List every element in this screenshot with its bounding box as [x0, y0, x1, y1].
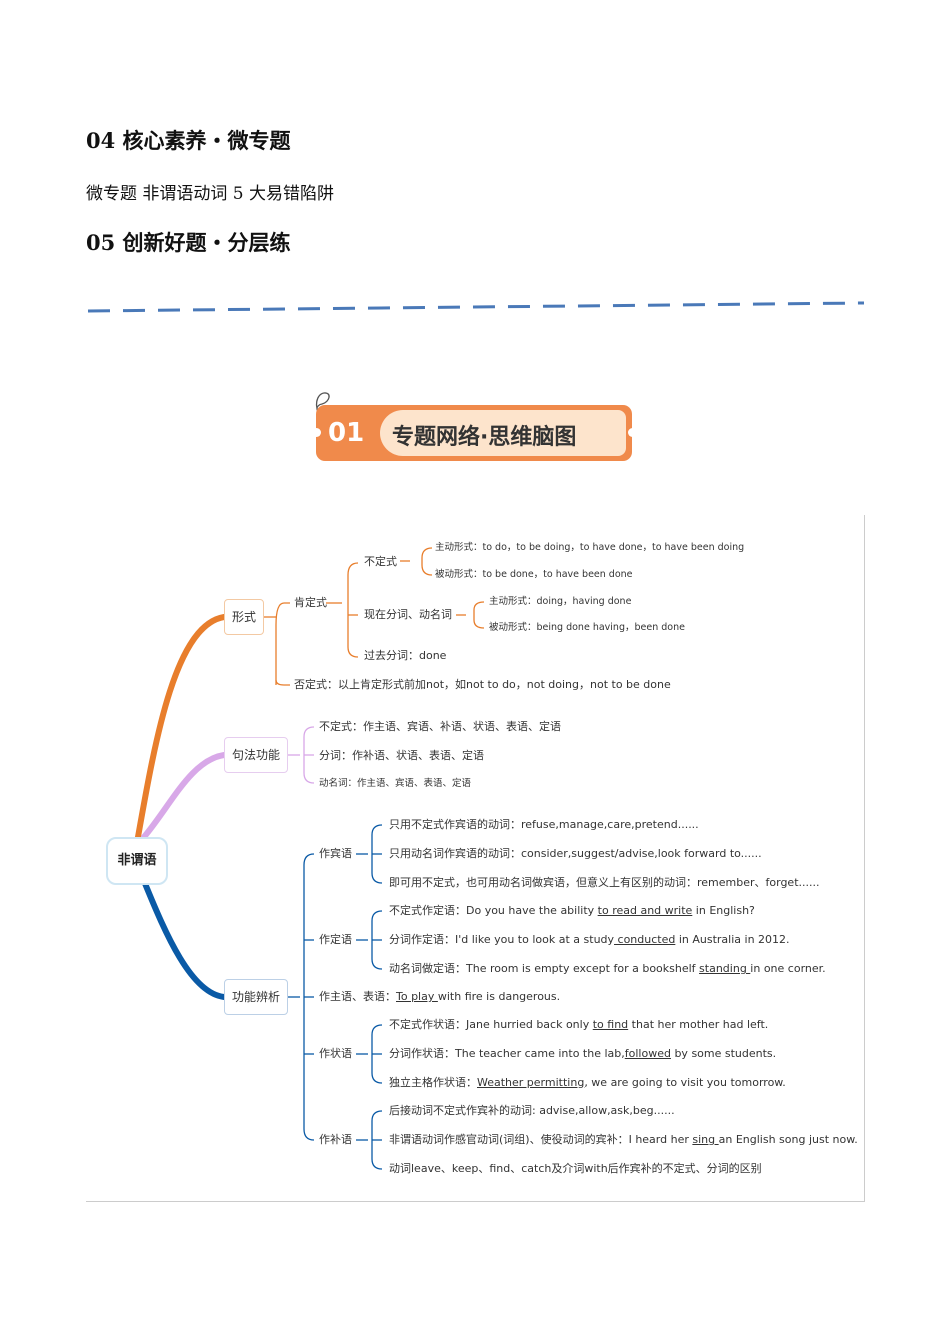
- syntax-item: 分词：作补语、状语、表语、定语: [319, 749, 484, 762]
- adverbial-text: by some students.: [670, 1047, 777, 1060]
- object-item: 即可用不定式，也可用动名词做宾语，但意义上有区别的动词：remember、for…: [389, 876, 820, 889]
- banner-notch: [312, 428, 321, 437]
- adverbial-item: 不定式作状语：Jane hurried back only to find th…: [389, 1018, 768, 1032]
- adverbial-text: 独立主格作状语：: [389, 1076, 477, 1089]
- object-item: 只用动名词作宾语的动词：consider,suggest/advise,look…: [389, 847, 762, 860]
- complement-underline: sing: [692, 1133, 719, 1146]
- syntax-item: 动名词：作主语、宾语、表语、定语: [319, 778, 472, 789]
- object-item: 只用不定式作宾语的动词：refuse,manage,care,pretend..…: [389, 818, 699, 831]
- node-form[interactable]: 形式: [224, 599, 264, 635]
- attrib-underline: conducted: [614, 933, 676, 946]
- subject-item: 作主语、表语：To play with fire is dangerous.: [319, 990, 560, 1004]
- node-past-participle: 过去分词：done: [364, 649, 447, 662]
- inf-active-form: 主动形式：to do，to be doing，to have done，to h…: [435, 542, 745, 553]
- adverbial-item: 分词作状语：The teacher came into the lab,foll…: [389, 1047, 776, 1061]
- node-negative: 否定式：以上肯定形式前加not，如not to do，not doing，not…: [294, 678, 671, 691]
- adverbial-underline: followed: [624, 1047, 671, 1060]
- attrib-text: 分词作定语：I'd like you to look at a study: [389, 933, 615, 946]
- node-analysis[interactable]: 功能辨析: [224, 979, 288, 1015]
- banner-notch: [628, 428, 637, 437]
- subject-text: with fire is dangerous.: [437, 990, 561, 1003]
- node-participle: 现在分词、动名词: [364, 608, 452, 621]
- node-infinitive: 不定式: [364, 555, 397, 568]
- subject-text: 作主语、表语：: [319, 990, 396, 1003]
- adverbial-text: that her mother had left.: [628, 1018, 769, 1031]
- complement-item: 非谓语动词作感官动词(词组)、使役动词的宾补：I heard her sing …: [389, 1133, 858, 1147]
- attrib-underline: standing: [699, 962, 751, 975]
- node-affirmative: 肯定式: [294, 596, 327, 609]
- attrib-underline: to read and write: [597, 904, 693, 917]
- part-active-form: 主动形式：doing，having done: [489, 596, 632, 607]
- adverbial-underline: to find: [592, 1018, 629, 1031]
- section-banner: 01 专题网络·思维脑图: [312, 388, 637, 468]
- node-object: 作宾语: [319, 847, 352, 860]
- banner-title: 专题网络·思维脑图: [392, 425, 577, 450]
- attrib-text: in Australia in 2012.: [675, 933, 790, 946]
- complement-text: an English song just now.: [718, 1133, 858, 1146]
- complement-item: 动词leave、keep、find、catch及介词with后作宾补的不定式、分…: [389, 1162, 762, 1175]
- attrib-text: in English?: [692, 904, 755, 917]
- subject-underline: To play: [396, 990, 438, 1003]
- attrib-item: 分词作定语：I'd like you to look at a study co…: [389, 933, 790, 947]
- adverbial-item: 独立主格作状语：Weather permitting, we are going…: [389, 1076, 786, 1090]
- attrib-item: 动名词做定语：The room is empty except for a bo…: [389, 962, 826, 976]
- attrib-text: in one corner.: [750, 962, 826, 975]
- adverbial-text: 不定式作状语：Jane hurried back only: [389, 1018, 593, 1031]
- attrib-text: 不定式作定语：Do you have the ability: [389, 904, 598, 917]
- adverbial-text: , we are going to visit you tomorrow.: [584, 1076, 786, 1089]
- complement-text: 非谓语动词作感官动词(词组)、使役动词的宾补：I heard her: [389, 1133, 693, 1146]
- part-passive-form: 被动形式：being done having，been done: [489, 622, 685, 633]
- attrib-text: 动名词做定语：The room is empty except for a bo…: [389, 962, 700, 975]
- adverbial-underline: Weather permitting: [477, 1076, 585, 1089]
- node-adverbial: 作状语: [319, 1047, 352, 1060]
- mind-map: 非谓语 形式 肯定式 不定式 主动形式：to do，to be doing，to…: [86, 515, 865, 1202]
- banner-number: 01: [328, 418, 365, 448]
- adverbial-text: 分词作状语：The teacher came into the lab,: [389, 1047, 625, 1060]
- section-04-heading: 04 核心素养・微专题: [86, 128, 291, 153]
- syntax-item: 不定式：作主语、宾语、补语、状语、表语、定语: [319, 720, 561, 733]
- mind-map-lines: [135, 547, 485, 1170]
- node-complement: 作补语: [319, 1133, 352, 1146]
- section-04-item[interactable]: 微专题 非谓语动词 5 大易错陷阱: [86, 184, 335, 204]
- node-syntax[interactable]: 句法功能: [224, 737, 288, 773]
- complement-item: 后接动词不定式作宾补的动词: advise,allow,ask,beg.....…: [389, 1104, 675, 1117]
- node-attributive: 作定语: [319, 933, 352, 946]
- inf-passive-form: 被动形式：to be done，to have been done: [435, 569, 633, 580]
- banner-inner: [380, 410, 626, 456]
- dashed-divider: [87, 301, 865, 313]
- root-node[interactable]: 非谓语: [106, 837, 168, 885]
- attrib-item: 不定式作定语：Do you have the ability to read a…: [389, 904, 755, 918]
- section-05-heading: 05 创新好题・分层练: [86, 230, 291, 255]
